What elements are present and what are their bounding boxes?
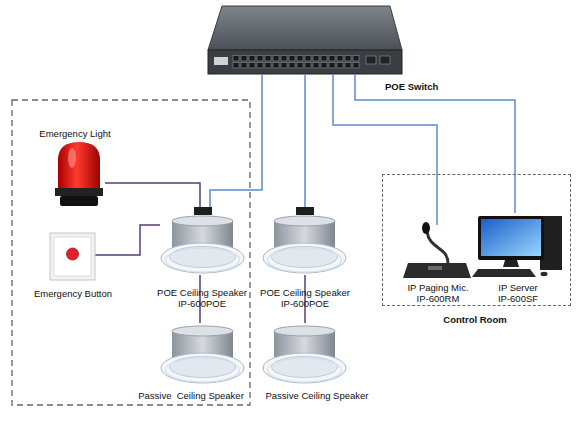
node-label: IP Paging Mic. — [398, 282, 478, 293]
mic-base — [403, 263, 471, 278]
cable-line — [105, 183, 200, 213]
button-red-dot — [67, 248, 79, 260]
emergency-button: Emergency Button — [50, 233, 95, 280]
node-label: IP Server — [477, 282, 559, 293]
node-label: POE Switch — [385, 81, 465, 92]
pc-monitor — [478, 216, 544, 260]
mic-head — [422, 222, 430, 234]
node-label: IP-600RM — [398, 293, 478, 304]
sfp-port — [366, 56, 376, 64]
label-block: POE Ceiling SpeakerIP-600POE — [143, 287, 261, 309]
mic-gooseneck — [427, 232, 448, 264]
cable-line — [95, 225, 160, 255]
label-block: Emergency Light — [20, 128, 130, 139]
poe-speaker-illustration — [161, 216, 244, 273]
node-label: Passive Ceiling Speaker — [124, 390, 258, 401]
cable-line — [304, 75, 306, 213]
ip-server: IP ServerIP-600SF — [472, 213, 562, 278]
button-face — [54, 237, 91, 276]
poe-connector-block — [296, 207, 314, 215]
button-plate — [50, 233, 95, 280]
control-room: Control RoomIP Paging Mic.IP-600RMIP Ser… — [383, 175, 570, 305]
passive-speaker-illustration — [263, 326, 346, 383]
label-block: Passive Ceiling Speaker — [124, 390, 258, 401]
cable-line — [355, 75, 515, 213]
pc-stand — [503, 260, 519, 267]
emergency-light: Emergency Light — [52, 142, 105, 206]
label-block: Control Room — [420, 314, 530, 325]
switch-label-plate — [214, 57, 228, 65]
sfp-port — [380, 56, 390, 64]
pc-screen — [481, 219, 541, 256]
node-label: POE Ceiling Speaker — [143, 287, 261, 298]
node-label: POE Ceiling Speaker — [246, 287, 364, 298]
pc-keyboard — [472, 269, 536, 277]
poe-ceiling-speaker: POE Ceiling SpeakerIP-600POE — [262, 213, 347, 275]
passive-speaker: Passive Ceiling Speaker — [262, 323, 347, 385]
poe-switch: POE Switch — [208, 5, 402, 75]
node-label: Emergency Button — [18, 288, 128, 299]
node-label: Control Room — [420, 314, 530, 325]
mic-button — [428, 266, 442, 270]
cable-line — [210, 75, 262, 213]
label-block: Passive Ceiling Speaker — [252, 390, 382, 401]
poe-speaker-illustration — [263, 216, 346, 273]
beacon-dome — [58, 142, 100, 190]
label-block: IP Paging Mic.IP-600RM — [398, 282, 478, 304]
beacon-base — [60, 196, 98, 206]
switch-ports — [232, 55, 360, 69]
switch-top-face — [208, 6, 402, 50]
label-block: Emergency Button — [18, 288, 128, 299]
node-label: IP-600POE — [246, 298, 364, 309]
pc-mouse — [541, 272, 548, 276]
label-block: POE Switch — [385, 81, 465, 92]
node-label: Emergency Light — [20, 128, 130, 139]
label-block: POE Ceiling SpeakerIP-600POE — [246, 287, 364, 309]
poe-ceiling-speaker: POE Ceiling SpeakerIP-600POE — [160, 213, 245, 275]
poe-connector-block — [194, 207, 212, 215]
node-label: IP-600POE — [143, 298, 261, 309]
passive-speaker: Passive Ceiling Speaker — [160, 323, 245, 385]
passive-speaker-illustration — [161, 326, 244, 383]
node-label: IP-600SF — [477, 293, 559, 304]
switch-front-face — [208, 50, 402, 74]
cable-line — [333, 75, 437, 225]
node-label: Passive Ceiling Speaker — [252, 390, 382, 401]
beacon-highlight — [68, 148, 76, 168]
beacon-collar — [55, 188, 103, 196]
zone-dashed-box — [12, 100, 250, 405]
paging-mic: IP Paging Mic.IP-600RM — [403, 225, 471, 278]
label-block: IP ServerIP-600SF — [477, 282, 559, 304]
